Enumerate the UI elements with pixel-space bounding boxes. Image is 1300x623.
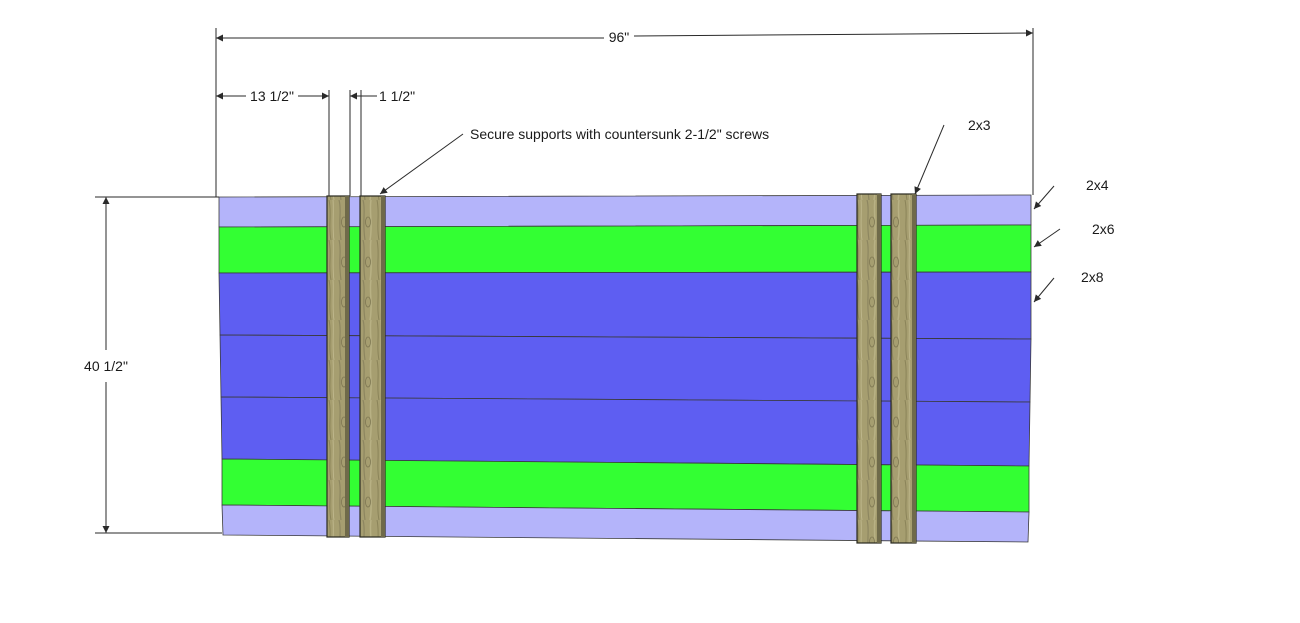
board-2x4-callout: 2x4 — [1033, 177, 1109, 210]
board-2x6-callout: 2x6 — [1033, 221, 1115, 248]
dimension-overall-length: 96" — [216, 29, 1034, 45]
extension-lines — [95, 28, 1034, 534]
support-2 — [359, 195, 386, 538]
board-2x8-label: 2x8 — [1081, 269, 1104, 285]
dimension-support-width: 1 1/2" — [350, 88, 415, 104]
board-2x8-callout: 2x8 — [1033, 269, 1104, 303]
support-label-text: 2x3 — [968, 117, 991, 133]
support-label-callout: 2x3 — [914, 117, 991, 195]
board-2x6-label: 2x6 — [1092, 221, 1115, 237]
dimension-first-support-offset: 13 1/2" — [216, 88, 329, 104]
screws-note-text: Secure supports with countersunk 2-1/2" … — [470, 126, 769, 142]
dimension-height: 40 1/2" — [84, 197, 128, 533]
support-4 — [890, 193, 917, 544]
tabletop-boards — [218, 194, 1032, 543]
supports — [326, 193, 917, 544]
support-3 — [856, 193, 882, 544]
support-width-label: 1 1/2" — [379, 88, 415, 104]
board-2x4-bottom — [221, 504, 1030, 543]
support-1 — [326, 195, 350, 538]
screws-note-callout: Secure supports with countersunk 2-1/2" … — [379, 126, 769, 195]
first-support-offset-label: 13 1/2" — [250, 88, 294, 104]
board-2x4-label: 2x4 — [1086, 177, 1109, 193]
height-label: 40 1/2" — [84, 358, 128, 374]
overall-length-label: 96" — [609, 29, 630, 45]
